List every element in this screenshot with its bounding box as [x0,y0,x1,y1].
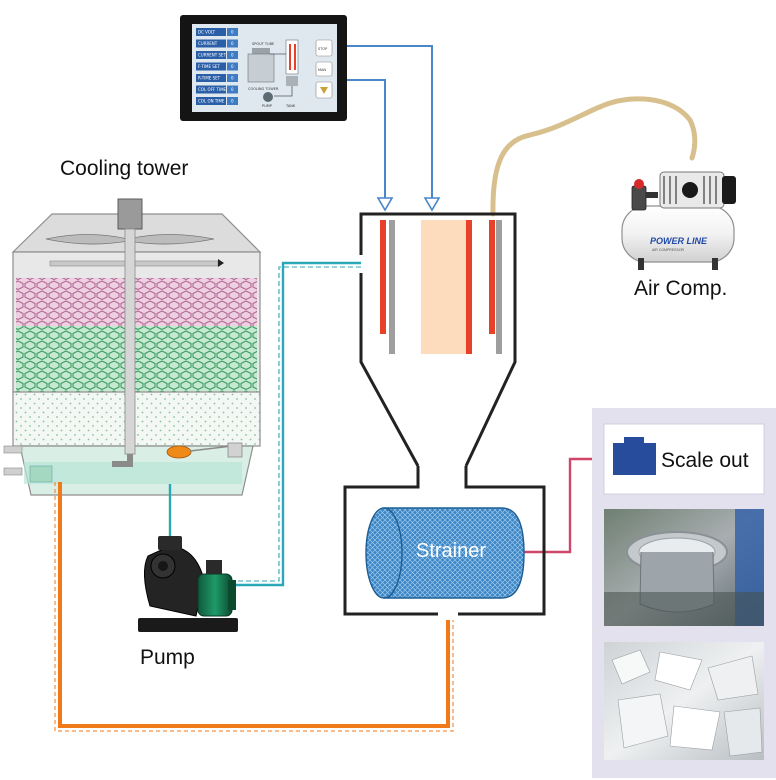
hmi-parameter-name: F-TIME SET [198,64,220,69]
hmi-parameter-row[interactable]: CURRENT SET 0 [196,51,238,59]
water-inlet-pipe-shadow [230,266,361,582]
control-signal-lines [347,45,441,212]
scale-out-label: Scale out [661,449,749,472]
hmi-parameter-row[interactable]: COL ON TIME 0 [196,97,238,105]
arrow-down-icon [423,197,441,212]
signal-line-return [347,79,386,200]
scale-container-icon [613,443,656,475]
hmi-manual-label: MAN [318,68,326,72]
strainer-housing [343,466,546,616]
hmi-parameter-name: COL ON TIME [198,99,225,104]
hmi-parameter-row[interactable]: CURRENT 0 [196,39,238,48]
hmi-parameter-row[interactable]: DC VOLT 0 [196,28,238,36]
strainer-mesh-icon [383,507,525,599]
water-inlet-pipe [230,261,361,587]
hmi-parameter-row[interactable]: R-TIME SET 0 [196,74,238,82]
air-comp-label: Air Comp. [634,277,727,300]
return-pipe [58,482,450,728]
hmi-stop-button[interactable]: STOP [315,39,333,57]
scale-out-line [524,457,612,554]
electrode-left [380,220,386,334]
scale-flakes-photo [604,642,764,760]
hmi-parameter-name: CURRENT SET [198,53,227,58]
hmi-mini-diagram: SPOUT TUBE COOLING TOWER PUMP TANK [247,39,299,108]
hmi-stop-label: STOP [318,47,327,51]
pump [138,536,238,632]
hmi-parameter-name: DC VOLT [198,30,216,35]
strainer-photo [604,509,764,626]
hmi-down-button[interactable] [315,81,333,99]
air-hose [490,96,698,217]
pressure-regulator-icon [631,185,647,211]
hmi-diagram-label: TANK [285,104,296,108]
hmi-manual-button[interactable]: MAN [315,61,333,77]
hmi-parameter-value: 0 [231,53,234,58]
hmi-parameter-name: CURRENT [198,41,218,46]
cathode-plate-right [496,220,502,354]
hmi-parameter-row[interactable]: COL OFF TIME 0 [196,85,238,94]
float-valve-icon [166,445,192,459]
hmi-diagram-label: PUMP [262,104,272,108]
hmi-parameter-value: 0 [231,64,234,69]
arrow-down-icon [376,197,394,212]
pipe-network [54,96,698,732]
signal-line-feed [347,45,433,200]
cathode-plate-left [389,220,395,354]
electrolytic-reactor [359,212,517,467]
hmi-parameter-value: 0 [231,41,234,46]
cooling-tower [3,198,262,496]
hmi-parameter-name: R-TIME SET [198,76,221,81]
hmi-parameter-value: 0 [231,30,234,35]
cooling-tower-label: Cooling tower [60,157,188,180]
hmi-parameter-value: 0 [231,76,234,81]
pump-label: Pump [140,646,195,669]
triangle-down-icon [320,87,328,94]
hmi-parameter-name: COL OFF TIME [198,87,227,92]
electrode-center [466,220,472,354]
anode-block [421,220,466,354]
fan-motor-icon [117,198,143,230]
hmi-diagram-label: SPOUT TUBE [252,42,274,46]
compressor-tank [621,205,735,263]
scale-out-panel: Scale out [592,408,776,778]
hmi-diagram-label: COOLING TOWER [248,87,279,91]
hmi-parameter-row[interactable]: F-TIME SET 0 [196,62,238,71]
air-compressor: POWER LINE AIR COMPRESSOR [621,171,736,270]
electrode-right [489,220,495,334]
compressor-subtitle: AIR COMPRESSOR [652,248,685,252]
return-pipe-shadow [54,482,454,732]
hmi-parameter-value: 0 [231,99,234,104]
compressor-brand: POWER LINE [650,236,708,246]
hmi-parameter-value: 0 [231,87,234,92]
strainer-label: Strainer [416,540,486,562]
